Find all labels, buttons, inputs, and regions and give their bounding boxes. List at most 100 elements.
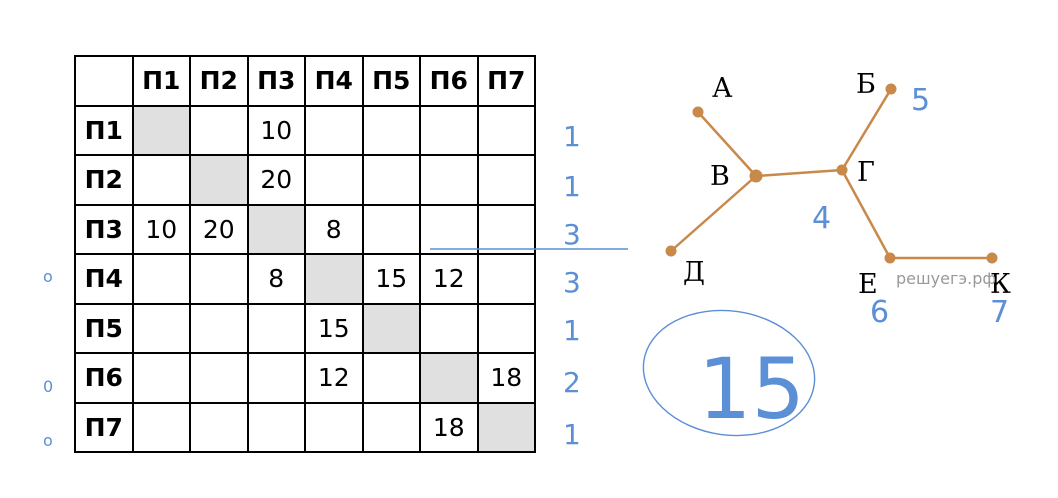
table-row: П2 20	[74, 154, 536, 206]
distance-cell	[304, 154, 364, 206]
graph-node	[749, 169, 763, 183]
graph-nodes	[665, 83, 998, 264]
distance-cell	[304, 401, 364, 453]
distance-cell	[419, 203, 479, 255]
diagonal-cell	[419, 352, 479, 404]
row-header: П4	[74, 253, 134, 305]
node-label: А	[712, 73, 733, 104]
distance-cell: 18	[419, 401, 479, 453]
table-corner-cell	[74, 55, 134, 107]
graph-edge	[755, 168, 843, 178]
distance-cell	[246, 401, 306, 453]
distance-cell	[131, 401, 191, 453]
distance-cell	[419, 104, 479, 156]
distance-cell: 18	[476, 352, 536, 404]
diagonal-cell	[246, 203, 306, 255]
answer-circle	[642, 309, 816, 437]
graph-node	[986, 252, 998, 264]
node-label: Е	[858, 269, 878, 300]
row-mark: 3	[563, 266, 581, 299]
distance-cell: 8	[304, 203, 364, 255]
row-header: П6	[74, 352, 134, 404]
graph-node	[884, 252, 896, 264]
left-mark: o	[43, 431, 53, 450]
graph-node	[836, 164, 848, 176]
node-mark: 7	[990, 295, 1009, 330]
distance-cell	[189, 401, 249, 453]
diagonal-cell	[189, 154, 249, 206]
graph-edge	[840, 88, 893, 171]
distance-cell	[131, 154, 191, 206]
col-header: П3	[246, 55, 306, 107]
distance-cell	[189, 352, 249, 404]
distance-cell	[131, 302, 191, 354]
row-mark: 3	[563, 218, 581, 251]
node-label: В	[710, 161, 730, 192]
distance-cell: 8	[246, 253, 306, 305]
distance-cell	[419, 154, 479, 206]
col-header: П4	[304, 55, 364, 107]
row-mark: 1	[563, 418, 581, 451]
distance-cell	[419, 302, 479, 354]
node-label: К	[990, 269, 1011, 300]
distance-cell: 10	[131, 203, 191, 255]
diagonal-cell	[361, 302, 421, 354]
col-header: П6	[419, 55, 479, 107]
col-header: П5	[361, 55, 421, 107]
row-header: П7	[74, 401, 134, 453]
node-label: Г	[857, 157, 875, 188]
distance-cell	[476, 302, 536, 354]
row-mark: 1	[563, 120, 581, 153]
col-header: П1	[131, 55, 191, 107]
graph-edge	[840, 169, 892, 259]
watermark: решуегэ.рф	[896, 269, 996, 288]
node-mark: 6	[870, 295, 889, 330]
table-header-row: П1 П2 П3 П4 П5 П6 П7	[74, 55, 536, 107]
col-header: П7	[476, 55, 536, 107]
col-header: П2	[189, 55, 249, 107]
diagonal-cell	[131, 104, 191, 156]
distance-cell	[189, 253, 249, 305]
distance-cell	[476, 203, 536, 255]
distance-cell	[361, 154, 421, 206]
node-label: Д	[683, 257, 705, 288]
distance-cell	[304, 104, 364, 156]
graph-node	[885, 83, 897, 95]
distance-cell: 12	[304, 352, 364, 404]
distance-cell	[476, 154, 536, 206]
distance-cell	[131, 253, 191, 305]
row-header: П1	[74, 104, 134, 156]
distance-cell: 10	[246, 104, 306, 156]
distance-cell: 15	[304, 302, 364, 354]
graph-node	[692, 106, 704, 118]
row-mark: 2	[563, 366, 581, 399]
graph-edge	[697, 111, 757, 177]
distance-cell	[361, 104, 421, 156]
node-mark: 4	[812, 201, 831, 236]
distance-cell: 12	[419, 253, 479, 305]
distance-cell: 20	[189, 203, 249, 255]
row-header: П3	[74, 203, 134, 255]
graph-labels: А Б В Г Д Е К	[683, 69, 1011, 300]
distance-cell: 20	[246, 154, 306, 206]
distance-cell	[361, 401, 421, 453]
circled-answer: 15	[698, 340, 805, 438]
graph-edge	[670, 175, 757, 252]
distance-cell	[361, 352, 421, 404]
distance-cell	[476, 104, 536, 156]
left-mark: 0	[43, 377, 53, 396]
node-label: Б	[856, 69, 876, 100]
diagonal-cell	[476, 401, 536, 453]
distance-cell	[246, 352, 306, 404]
diagonal-cell	[304, 253, 364, 305]
row-header: П2	[74, 154, 134, 206]
distance-cell	[131, 352, 191, 404]
distance-cell	[476, 253, 536, 305]
distance-cell	[189, 302, 249, 354]
graph-edges	[670, 88, 992, 260]
